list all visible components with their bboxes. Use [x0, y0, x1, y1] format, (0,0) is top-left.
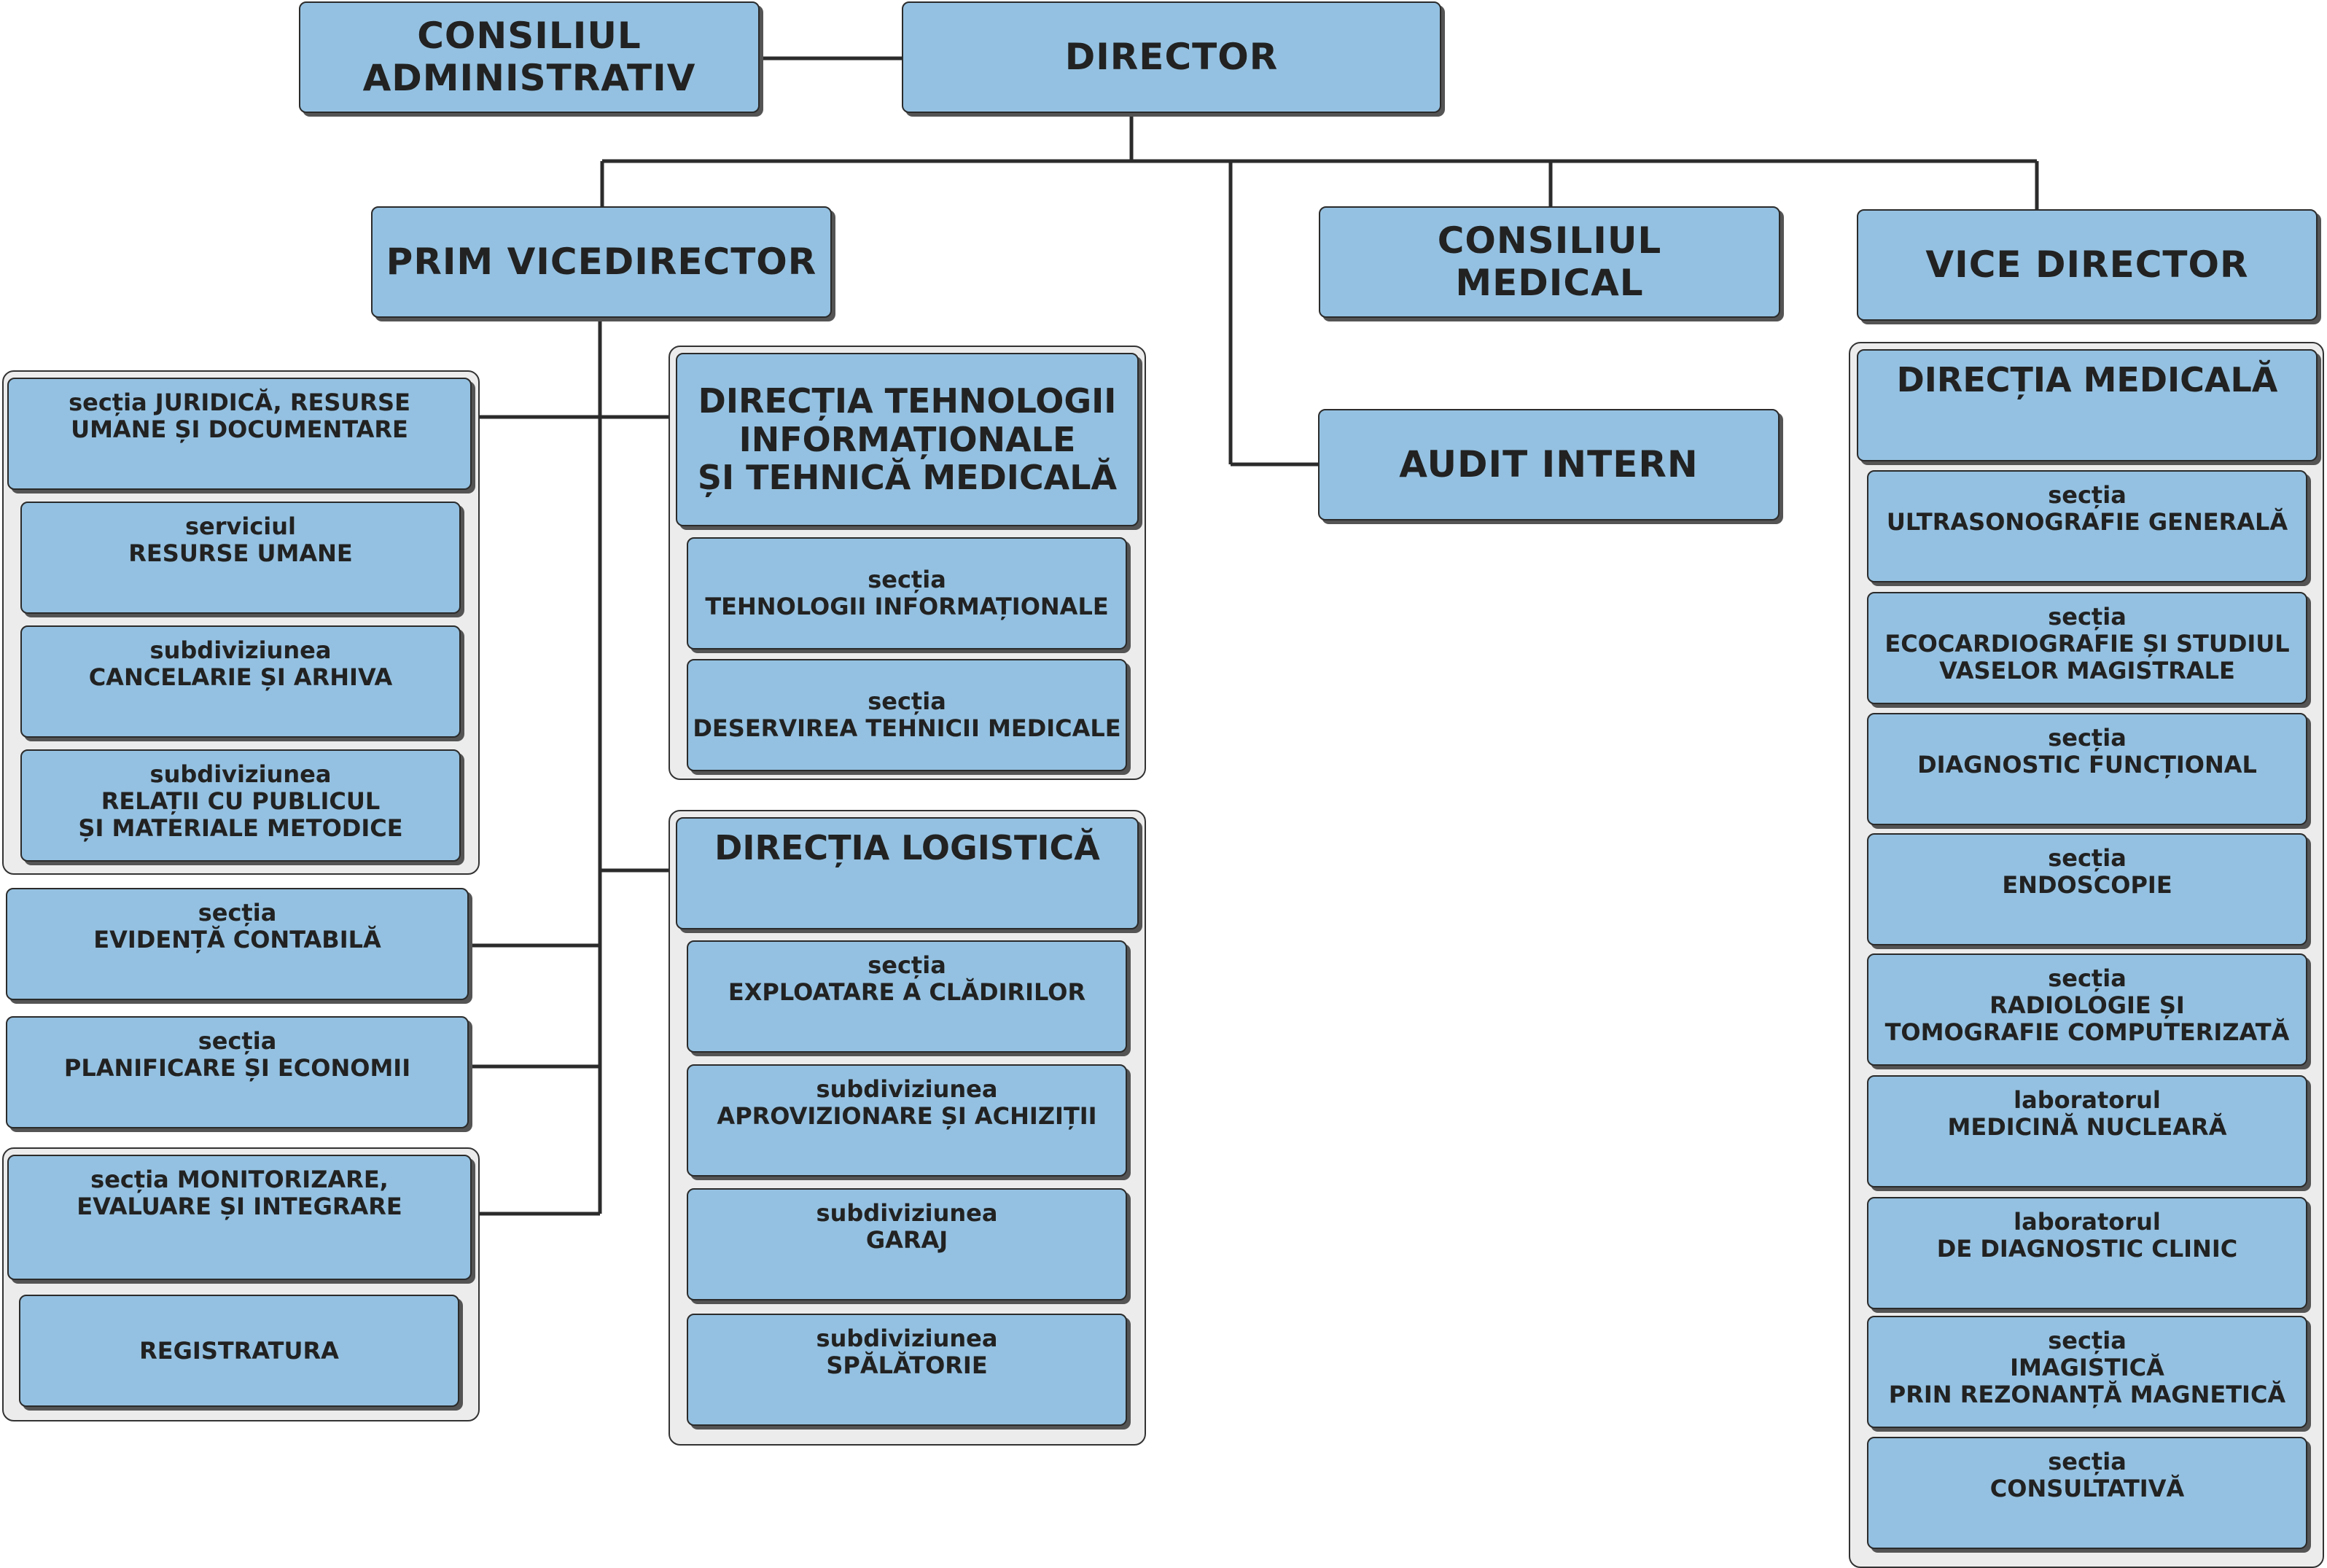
radiologie-line-3: TOMOGRAFIE COMPUTERIZATĂ: [1884, 1018, 2290, 1046]
exploatare-cladirilor-line-2: EXPLOATARE A CLĂDIRILOR: [728, 978, 1086, 1006]
deservirea-tehnicii-line-2: DESERVIREA TEHNICII MEDICALE: [693, 714, 1121, 742]
sectia-monitorizare-box: secția MONITORIZARE, EVALUARE ȘI INTEGRA…: [7, 1155, 472, 1280]
imagistica-rezonanta-box: secția IMAGISTICĂ PRIN REZONANȚĂ MAGNETI…: [1867, 1316, 2307, 1428]
planificare-economii-line-1: secția: [198, 1027, 277, 1055]
directia-logistica-label: DIRECȚIA LOGISTICĂ: [714, 828, 1100, 867]
imagistica-rezonanta-line-3: PRIN REZONANȚĂ MAGNETICĂ: [1888, 1380, 2286, 1408]
consultativa-line-1: secția: [2048, 1448, 2127, 1475]
sectia-juridica-line-1: secția JURIDICĂ, RESURSE: [69, 389, 410, 416]
diagnostic-clinic-line-2: DE DIAGNOSTIC CLINIC: [1936, 1234, 2238, 1263]
spalatorie-line-1: subdiviziunea: [816, 1325, 998, 1352]
directia-tehnologii-line-2: INFORMAȚIONALE: [738, 419, 1076, 459]
planificare-economii-box: secția PLANIFICARE ȘI ECONOMII: [6, 1016, 469, 1128]
consiliul-medical-box: CONSILIUL MEDICAL: [1319, 206, 1780, 318]
director-box: DIRECTOR: [902, 1, 1441, 113]
directia-medicala-box: DIRECȚIA MEDICALĂ: [1857, 349, 2318, 461]
diagnostic-clinic-line-1: laboratorul: [2014, 1208, 2161, 1236]
diagnostic-clinic-box: laboratorul DE DIAGNOSTIC CLINIC: [1867, 1197, 2307, 1309]
audit-intern-box: AUDIT INTERN: [1318, 409, 1780, 520]
consiliul-medical-line-2: MEDICAL: [1455, 261, 1644, 304]
diagnostic-functional-box: secția DIAGNOSTIC FUNCȚIONAL: [1867, 713, 2307, 825]
cancelarie-arhiva-box: subdiviziunea CANCELARIE ȘI ARHIVA: [20, 625, 461, 738]
tehnologii-informationale-box: secția TEHNOLOGII INFORMAȚIONALE: [687, 537, 1127, 650]
sectia-monitorizare-line-2: EVALUARE ȘI INTEGRARE: [77, 1192, 402, 1220]
vice-director-label: VICE DIRECTOR: [1925, 243, 2249, 286]
directia-medicala-label: DIRECȚIA MEDICALĂ: [1896, 360, 2278, 399]
prim-vicedirector-box: PRIM VICEDIRECTOR: [371, 206, 832, 318]
vice-director-box: VICE DIRECTOR: [1857, 209, 2318, 321]
registratura-box: REGISTRATURA: [19, 1295, 459, 1407]
relatii-cu-publicul-line-2: RELAȚII CU PUBLICUL: [101, 787, 381, 815]
exploatare-cladirilor-line-1: secția: [868, 951, 946, 979]
cancelarie-arhiva-line-1: subdiviziunea: [149, 636, 332, 664]
consultativa-line-2: CONSULTATIVĂ: [1989, 1474, 2185, 1502]
exploatare-cladirilor-box: secția EXPLOATARE A CLĂDIRILOR: [687, 940, 1127, 1053]
ultrasonografie-line-2: ULTRASONOGRAFIE GENERALĂ: [1886, 507, 2288, 536]
consultativa-box: secția CONSULTATIVĂ: [1867, 1437, 2307, 1549]
radiologie-line-1: secția: [2048, 964, 2127, 992]
medicina-nucleara-box: laboratorul MEDICINĂ NUCLEARĂ: [1867, 1075, 2307, 1187]
serviciul-resurse-umane-line-1: serviciul: [184, 512, 297, 540]
endoscopie-box: secția ENDOSCOPIE: [1867, 833, 2307, 945]
medicina-nucleara-line-1: laboratorul: [2014, 1086, 2161, 1114]
planificare-economii-line-2: PLANIFICARE ȘI ECONOMII: [63, 1053, 411, 1082]
endoscopie-line-2: ENDOSCOPIE: [2002, 870, 2172, 899]
directia-tehnologii-box: DIRECȚIA TEHNOLOGII INFORMAȚIONALE ȘI TE…: [676, 353, 1139, 526]
deservirea-tehnicii-box: secția DESERVIREA TEHNICII MEDICALE: [687, 659, 1127, 771]
diagnostic-functional-line-2: DIAGNOSTIC FUNCȚIONAL: [1917, 750, 2257, 779]
tehnologii-informationale-line-2: TEHNOLOGII INFORMAȚIONALE: [705, 593, 1109, 620]
consiliul-administrativ-line-2: ADMINISTRATIV: [362, 56, 696, 99]
aprovizionare-achizitii-line-1: subdiviziunea: [816, 1075, 998, 1103]
relatii-cu-publicul-line-3: ȘI MATERIALE METODICE: [78, 814, 403, 842]
garaj-box: subdiviziunea GARAJ: [687, 1188, 1127, 1300]
ultrasonografie-box: secția ULTRASONOGRAFIE GENERALĂ: [1867, 470, 2307, 582]
consiliul-administrativ-line-1: CONSILIUL: [417, 15, 642, 57]
ecocardiografie-box: secția ECOCARDIOGRAFIE ȘI STUDIUL VASELO…: [1867, 592, 2307, 704]
medicina-nucleara-line-2: MEDICINĂ NUCLEARĂ: [1947, 1112, 2227, 1141]
director-label: DIRECTOR: [1064, 35, 1279, 78]
radiologie-line-2: RADIOLOGIE ȘI: [1989, 991, 2185, 1019]
sectia-juridica-line-2: UMANE ȘI DOCUMENTARE: [71, 415, 408, 443]
ecocardiografie-line-2: ECOCARDIOGRAFIE ȘI STUDIUL: [1884, 629, 2290, 658]
serviciul-resurse-umane-box: serviciul RESURSE UMANE: [20, 502, 461, 614]
garaj-line-1: subdiviziunea: [816, 1199, 998, 1227]
endoscopie-line-1: secția: [2048, 844, 2127, 872]
ecocardiografie-line-3: VASELOR MAGISTRALE: [1939, 656, 2235, 684]
consiliul-administrativ-box: CONSILIUL ADMINISTRATIV: [299, 1, 760, 113]
directia-logistica-box: DIRECȚIA LOGISTICĂ: [676, 817, 1139, 929]
relatii-cu-publicul-box: subdiviziunea RELAȚII CU PUBLICUL ȘI MAT…: [20, 749, 461, 862]
radiologie-box: secția RADIOLOGIE ȘI TOMOGRAFIE COMPUTER…: [1867, 953, 2307, 1066]
sectia-monitorizare-line-1: secția MONITORIZARE,: [90, 1166, 389, 1193]
ecocardiografie-line-1: secția: [2048, 603, 2127, 631]
evidenta-contabila-line-2: EVIDENȚĂ CONTABILĂ: [93, 925, 381, 953]
serviciul-resurse-umane-line-2: RESURSE UMANE: [128, 539, 353, 567]
audit-intern-label: AUDIT INTERN: [1399, 442, 1699, 485]
garaj-line-2: GARAJ: [865, 1225, 948, 1254]
consiliul-medical-line-1: CONSILIUL: [1437, 219, 1662, 262]
prim-vicedirector-label: PRIM VICEDIRECTOR: [386, 240, 817, 283]
imagistica-rezonanta-line-1: secția: [2048, 1327, 2127, 1354]
relatii-cu-publicul-line-1: subdiviziunea: [149, 760, 332, 788]
aprovizionare-achizitii-line-2: APROVIZIONARE ȘI ACHIZIȚII: [717, 1101, 1097, 1130]
aprovizionare-achizitii-box: subdiviziunea APROVIZIONARE ȘI ACHIZIȚII: [687, 1064, 1127, 1177]
spalatorie-box: subdiviziunea SPĂLĂTORIE: [687, 1314, 1127, 1426]
directia-tehnologii-line-3: ȘI TEHNICĂ MEDICALĂ: [697, 458, 1118, 498]
cancelarie-arhiva-line-2: CANCELARIE ȘI ARHIVA: [88, 663, 393, 691]
directia-tehnologii-line-1: DIRECȚIA TEHNOLOGII: [698, 381, 1117, 421]
spalatorie-line-2: SPĂLĂTORIE: [826, 1351, 988, 1379]
diagnostic-functional-line-1: secția: [2048, 724, 2127, 752]
evidenta-contabila-box: secția EVIDENȚĂ CONTABILĂ: [6, 888, 469, 1000]
registratura-label: REGISTRATURA: [139, 1336, 339, 1365]
imagistica-rezonanta-line-2: IMAGISTICĂ: [2010, 1353, 2164, 1381]
ultrasonografie-line-1: secția: [2048, 481, 2127, 509]
sectia-juridica-box: secția JURIDICĂ, RESURSE UMANE ȘI DOCUME…: [7, 378, 472, 490]
tehnologii-informationale-line-1: secția: [868, 566, 946, 594]
evidenta-contabila-line-1: secția: [198, 899, 277, 927]
deservirea-tehnicii-line-1: secția: [868, 687, 946, 716]
